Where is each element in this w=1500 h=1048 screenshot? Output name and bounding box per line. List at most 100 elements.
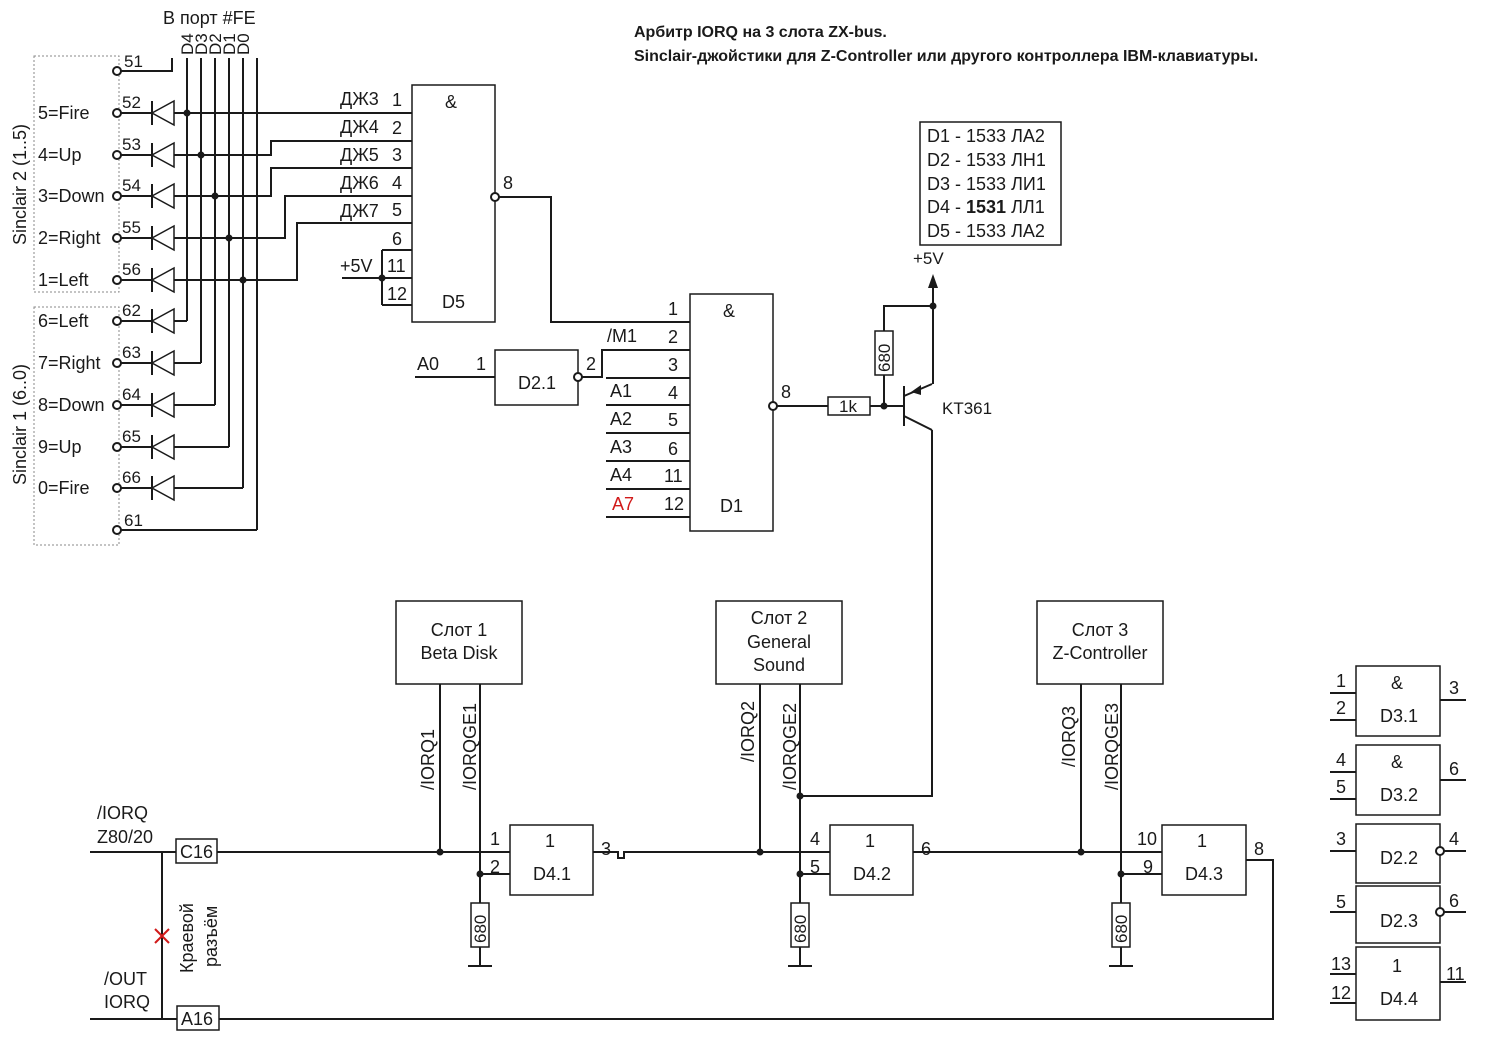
d1-name: D1 [720,496,743,516]
d1-pin-3: 3 [668,355,678,375]
legend-d3-2-in2: 5 [1336,777,1346,797]
legend-d2-3-in1: 5 [1336,892,1346,912]
button-1-left: 1=Left [38,270,89,290]
d1-pin-5: 5 [668,410,678,430]
pin-a16-label: A16 [181,1009,213,1029]
sinclair2-frame [33,55,120,293]
slot-3-line-1: Слот 3 [1072,620,1129,640]
d5-to-d1-wire [499,196,690,323]
d2-1-pin-1: 1 [476,354,486,374]
parts-item-d1: D1 - 1533 ЛА2 [927,126,1045,146]
d1-output-inverter [768,401,778,411]
pullup-upper-wire [883,305,933,331]
d5-pin-6: 6 [392,229,402,249]
legend-d4-4-in2: 12 [1331,983,1351,1003]
sinclair1-frame [33,306,120,546]
slot-2-iorq-label: /IORQ2 [738,701,758,762]
pin-54: 54 [122,176,141,195]
d2-1-name: D2.1 [518,373,556,393]
resistor-680-d4-1-label: 680 [471,915,490,943]
port-bit-d2: D2 [206,33,225,55]
pin-c16-box [175,838,218,864]
d4-2-pin-in1: 4 [810,829,820,849]
port-bus-lines [118,58,258,531]
bus-junctions [183,109,247,284]
d4-2-name: D4.2 [853,864,891,884]
out-iorq-label-2: IORQ [104,992,150,1012]
d4-1-pin-out: 3 [601,839,611,859]
d5-pin-3: 3 [392,145,402,165]
legend-d3-1-in1: 1 [1336,671,1346,691]
pin-63: 63 [122,343,141,362]
parts-list-box [919,121,1062,246]
d5-pin-1: 1 [392,90,402,110]
slot-2-iorqge-label: /IORQGE2 [780,703,800,790]
button-8-down: 8=Down [38,395,105,415]
legend-d2-2-out: 4 [1449,829,1459,849]
iorq-z80-label-2: Z80/20 [97,827,153,847]
parts-item-d4: D4 - 1531 ЛЛ1 [927,197,1045,217]
d1-input-a2: A2 [610,409,632,429]
slot-2-line-2: General [747,632,811,652]
chain-junctions [436,848,1125,878]
legend-d4-4-in1: 13 [1331,954,1351,974]
slot-1-iorqge-label: /IORQGE1 [460,703,480,790]
port-bit-d0: D0 [234,33,253,55]
d2-1-pin-2: 2 [586,354,596,374]
button-6-left: 6=Left [38,311,89,331]
legend-d4-4-name: D4.4 [1380,989,1418,1009]
button-0-fire: 0=Fire [38,478,90,498]
legend-d3-1-name: D3.1 [1380,706,1418,726]
iorq-chain-wires [90,684,1274,1020]
resistor-680-d4-3 [1111,902,1131,948]
d4-2-pin-in2: 5 [810,857,820,877]
legend-d2-3-name: D2.3 [1380,911,1418,931]
pin-61-label: 61 [124,511,143,530]
supply-junction [929,302,937,310]
d5-name: D5 [442,292,465,312]
sinclair2-label: Sinclair 2 (1..5) [10,124,30,245]
resistor-1k-label: 1k [839,397,857,416]
pin-51-label: 51 [124,52,143,71]
legend-d3-1-out: 3 [1449,678,1459,698]
pin-66: 66 [122,468,141,487]
d5-symbol: & [445,92,457,112]
button-2-right: 2=Right [38,228,101,248]
d1-chip [689,293,774,532]
d1-pin-4: 4 [668,383,678,403]
legend-d3-2-symbol: & [1391,752,1403,772]
sinclair2-rows: 5=Fire 52 4=Up 53 3=Down 54 2=Right 55 1… [38,93,398,294]
sinclair1-label: Sinclair 1 (6..0) [10,364,30,485]
d1-pin-8: 8 [781,382,791,402]
d5-pin-12: 12 [387,284,407,304]
d1-pin-1: 1 [668,299,678,319]
legend-d2-2-name: D2.2 [1380,848,1418,868]
d5-input-dzh4: ДЖ4 [340,117,379,137]
d4-2-pin-out: 6 [921,839,931,859]
d1-pin-11: 11 [664,466,683,486]
button-7-right: 7=Right [38,353,101,373]
d2-1-output-inverter [573,372,583,382]
d5-pin-11: 11 [387,256,406,276]
d1-pin-6: 6 [668,439,678,459]
legend-d2-3 [1355,885,1441,944]
pullup-resistor-label: 680 [875,344,894,372]
d4-3-chip [1161,824,1247,896]
slot-1-box [395,600,523,685]
d1-pin-2: 2 [668,327,678,347]
port-bit-d1: D1 [220,33,239,55]
legend-d3-1-in2: 2 [1336,698,1346,718]
d4-2-chip [829,824,914,896]
d5-pin-4: 4 [392,173,402,193]
slot-1-line-2: Beta Disk [420,643,498,663]
legend-d4-4-symbol: 1 [1392,956,1402,976]
d4-1-name: D4.1 [533,864,571,884]
collector-wire [800,430,933,797]
legend-d3-1-symbol: & [1391,673,1403,693]
slot-3-iorq-label: /IORQ3 [1059,706,1079,767]
legend-d3-2-in1: 4 [1336,750,1346,770]
pin-51-terminal [112,66,122,76]
out-iorq-label-1: /OUT [104,969,147,989]
pin-61-terminal [112,525,122,535]
d4-1-symbol: 1 [545,831,555,851]
